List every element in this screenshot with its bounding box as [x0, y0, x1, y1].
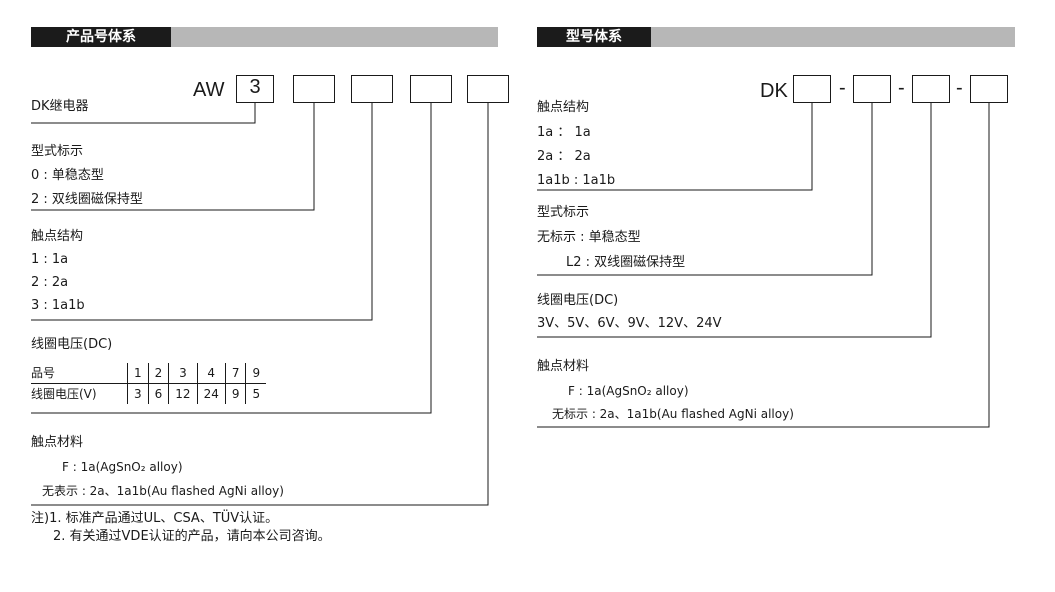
code-box-coil-voltage [912, 75, 950, 103]
code-cell: 2 [147, 363, 169, 384]
r-material-title: 触点材料 [537, 359, 590, 374]
r-material-f: F : 1a(AgSnO₂ alloy) [568, 384, 689, 398]
leader-material [31, 103, 489, 506]
left-header-title: 产品号体系 [31, 27, 171, 47]
code-cell: 1 [127, 363, 149, 384]
dash-3: - [956, 77, 963, 99]
code-box-contact-structure [793, 75, 831, 103]
code-box-series: 3 [236, 75, 274, 103]
contact-option-3: 3 : 1a1b [31, 298, 85, 313]
r-contact-option-1a1b: 1a1b : 1a1b [537, 173, 616, 188]
coil-title: 线圈电压(DC) [31, 337, 113, 352]
voltage-cell: 9 [224, 383, 246, 404]
contact-title: 触点结构 [31, 229, 84, 244]
voltage-cell: 6 [147, 383, 169, 404]
code-box-contact [351, 75, 393, 103]
r-material-none: 无标示 : 2a、1a1b(Au flashed AgNi alloy) [552, 407, 794, 421]
relay-label: DK继电器 [31, 99, 89, 114]
code-cell: 7 [224, 363, 246, 384]
code-box-material [467, 75, 509, 103]
voltage-cell: 5 [245, 383, 267, 404]
model-prefix-aw: AW [193, 79, 225, 101]
code-box-type-mark [853, 75, 891, 103]
code-cell: 4 [196, 363, 226, 384]
r-leader-contact [537, 103, 813, 191]
table-row-label-code: 品号 [31, 363, 128, 384]
r-contact-option-2a: 2a ： 2a [537, 149, 591, 164]
r-contact-option-1a: 1a ： 1a [537, 125, 591, 140]
code-cell: 9 [245, 363, 267, 384]
leader-voltage [31, 103, 432, 414]
r-leader-type [537, 103, 873, 276]
right-header-title: 型号体系 [537, 27, 651, 47]
r-type-none: 无标示 : 单稳态型 [537, 230, 641, 245]
type-option-0: 0 : 单稳态型 [31, 168, 104, 183]
dash-2: - [898, 77, 905, 99]
material-f: F : 1a(AgSnO₂ alloy) [62, 460, 183, 474]
r-type-l2: L2 : 双线圈磁保持型 [566, 255, 686, 270]
model-prefix-dk: DK [760, 80, 788, 102]
right-header-bar [537, 27, 1015, 47]
r-coil-values: 3V、5V、6V、9V、12V、24V [537, 316, 722, 331]
r-leader-coil [537, 103, 932, 338]
r-type-title: 型式标示 [537, 205, 590, 220]
note-2: 2. 有关通过VDE认证的产品，请向本公司咨询。 [53, 529, 331, 544]
type-title: 型式标示 [31, 144, 84, 159]
r-contact-title: 触点结构 [537, 100, 590, 115]
r-coil-title: 线圈电压(DC) [537, 293, 619, 308]
contact-option-2: 2 : 2a [31, 275, 69, 290]
table-row-label-voltage: 线圈电压(V) [31, 387, 97, 401]
contact-option-1: 1 : 1a [31, 252, 69, 267]
material-title: 触点材料 [31, 435, 84, 450]
leader-series [31, 103, 256, 124]
note-1: 注)1. 标准产品通过UL、CSA、TÜV认证。 [31, 511, 279, 526]
dash-1: - [839, 77, 846, 99]
coil-voltage-table: 品号 1 2 3 4 7 9 线圈电压(V) 3 6 12 24 9 5 [31, 363, 267, 404]
type-option-2: 2 : 双线圈磁保持型 [31, 192, 143, 207]
r-leader-material [537, 103, 990, 428]
voltage-cell: 12 [168, 383, 198, 404]
code-box-contact-material [970, 75, 1008, 103]
material-none: 无表示 : 2a、1a1b(Au flashed AgNi alloy) [42, 484, 284, 498]
code-cell: 3 [168, 363, 198, 384]
leader-type [31, 103, 315, 211]
voltage-cell: 3 [127, 383, 149, 404]
voltage-cell: 24 [196, 383, 226, 404]
code-box-type [293, 75, 335, 103]
leader-contact [31, 103, 373, 321]
code-box-voltage [410, 75, 452, 103]
